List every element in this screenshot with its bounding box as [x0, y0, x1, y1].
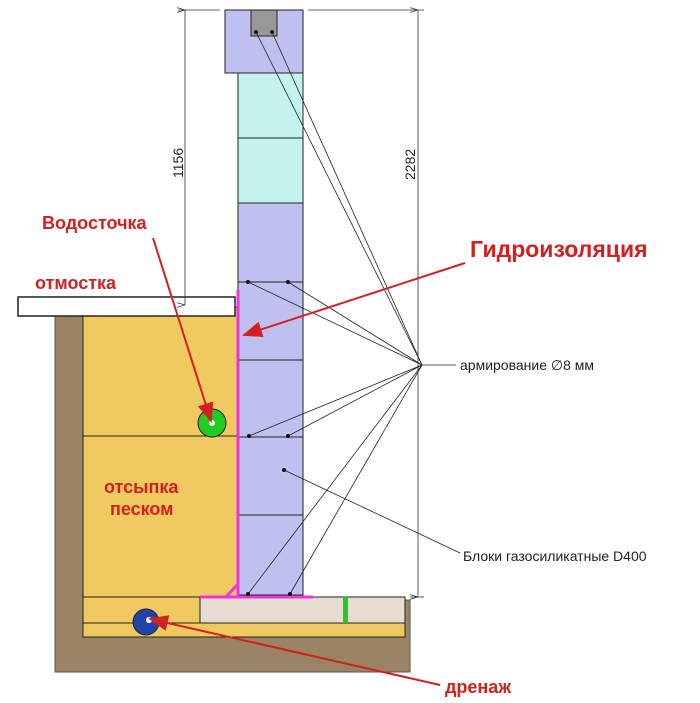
dimension-total: 2282 [402, 148, 418, 180]
blind-area-slab [17, 296, 236, 317]
label-reinforcement: армирование ∅8 мм [460, 357, 595, 373]
label-drainage: дренаж [445, 677, 512, 697]
concrete-slab [199, 596, 406, 624]
label-waterproofing: Гидроизоляция [470, 236, 648, 262]
wall-block [237, 137, 304, 204]
waterproofing-membrane [200, 290, 313, 599]
rebar-points [246, 30, 292, 596]
slab-joint [343, 597, 348, 623]
drain-pipe [132, 608, 160, 636]
wall-block [237, 514, 304, 596]
label-blind-area: отмостка [35, 273, 117, 293]
label-blocks: Блоки газосиликатные D400 [463, 548, 647, 564]
wall-block [237, 281, 304, 361]
wall-block [237, 202, 304, 283]
label-sand-fill-1: отсыпка [104, 477, 179, 497]
wall-block [237, 359, 304, 438]
callout-arrows [148, 237, 466, 686]
sand-fill [82, 306, 239, 598]
label-drain-gutter: Водосточка [42, 213, 147, 233]
label-sand-fill-2: песком [110, 499, 174, 519]
wall-block [237, 436, 304, 516]
dimension-upper: 1156 [170, 147, 186, 178]
gutter-pipe-hole [209, 420, 215, 426]
wall-block [237, 72, 304, 139]
reinforcement-leaders [247, 31, 461, 595]
dimension-lines [178, 10, 424, 597]
